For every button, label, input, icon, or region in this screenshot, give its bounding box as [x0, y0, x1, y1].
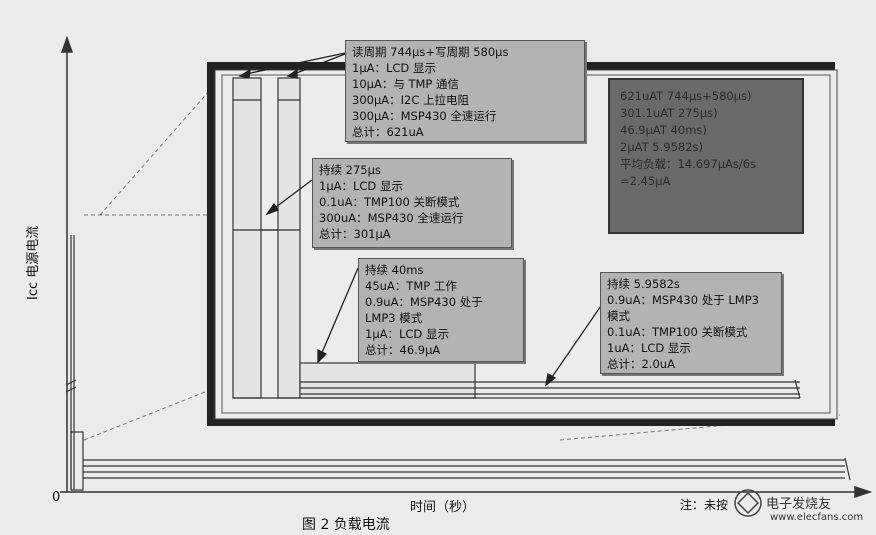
- summary-line: 2μAT 5.9582s): [620, 140, 704, 154]
- callout-line: 45uA：TMP 工作: [365, 279, 457, 293]
- callout-duration-275us: 持续 275μs 1μA：LCD 显示 0.1uA：TMP100 关断模式 30…: [312, 158, 512, 248]
- callout-line: 模式: [607, 309, 630, 323]
- callout-line: 总计：621uA: [352, 125, 424, 139]
- callout-line: 持续 40ms: [365, 263, 424, 277]
- watermark-url: www.elecfans.com: [770, 512, 864, 523]
- callout-line: 0.9uA：MSP430 处于 LMP3: [607, 293, 759, 307]
- callout-line: 持续 5.9582s: [607, 277, 680, 291]
- callout-duration-40ms: 持续 40ms 45uA：TMP 工作 0.9uA：MSP430 处于 LMP3…: [358, 258, 524, 362]
- callout-line: 1μA：LCD 显示: [365, 327, 449, 341]
- callout-line: 读周期 744μs+写周期 580μs: [352, 45, 509, 59]
- x-axis-arrow: [854, 485, 873, 499]
- summary-line: 621uAT 744μs+580μs): [620, 89, 752, 103]
- callout-line: 0.9uA：MSP430 处于: [365, 295, 483, 309]
- x-axis-label: 时间（秒）: [410, 500, 476, 515]
- summary-box: 621uAT 744μs+580μs) 301.1uAT 275μs) 46.9…: [608, 78, 804, 234]
- callout-line: 1μA：LCD 显示: [319, 179, 403, 193]
- callout-duration-5-9582s: 持续 5.9582s 0.9uA：MSP430 处于 LMP3 模式 0.1uA…: [600, 272, 782, 374]
- callout-line: 1μA：LCD 显示: [352, 61, 436, 75]
- summary-line: 平均负载：14.697μAs/6s: [620, 157, 757, 171]
- callout-line: 0.1uA：TMP100 关断模式: [319, 195, 460, 209]
- y-axis-label: Icc 电源电流: [26, 225, 41, 300]
- callout-line: 10μA：与 TMP 通信: [352, 77, 460, 91]
- callout-line: 300μA：MSP430 全速运行: [352, 109, 497, 123]
- callout-line: 1uA：LCD 显示: [607, 341, 691, 355]
- summary-line: =2.45μA: [620, 174, 671, 188]
- callout-line: 总计：46.9μA: [365, 343, 441, 357]
- zoom-waveform: [232, 77, 476, 399]
- summary-line: 46.9μAT 40ms): [620, 123, 707, 137]
- callout-arrows: [238, 51, 606, 387]
- callout-line: 300uA：MSP430 全速运行: [319, 211, 464, 225]
- figure-caption: 图 2 负载电流: [302, 517, 390, 533]
- y-axis-arrow: [60, 35, 74, 53]
- overview-waveform: [65, 235, 851, 491]
- origin-label: 0: [52, 490, 61, 505]
- summary-line: 301.1uAT 275μs): [620, 106, 718, 120]
- axes: [60, 35, 873, 499]
- callout-line: 0.1uA：TMP100 关断模式: [607, 325, 748, 339]
- callout-line: 持续 275μs: [319, 163, 381, 177]
- watermark-logo-icon: [734, 489, 762, 517]
- callout-read-write: 读周期 744μs+写周期 580μs 1μA：LCD 显示 10μA：与 TM…: [345, 40, 585, 142]
- callout-line: 300μA：I2C 上拉电阻: [352, 93, 470, 107]
- footnote: 注：未按: [680, 498, 729, 512]
- watermark-text: 电子发烧友: [766, 497, 832, 512]
- callout-line: LMP3 模式: [365, 311, 423, 325]
- callout-line: 总计：2.0uA: [607, 357, 675, 371]
- callout-line: 总计：301μA: [319, 227, 391, 241]
